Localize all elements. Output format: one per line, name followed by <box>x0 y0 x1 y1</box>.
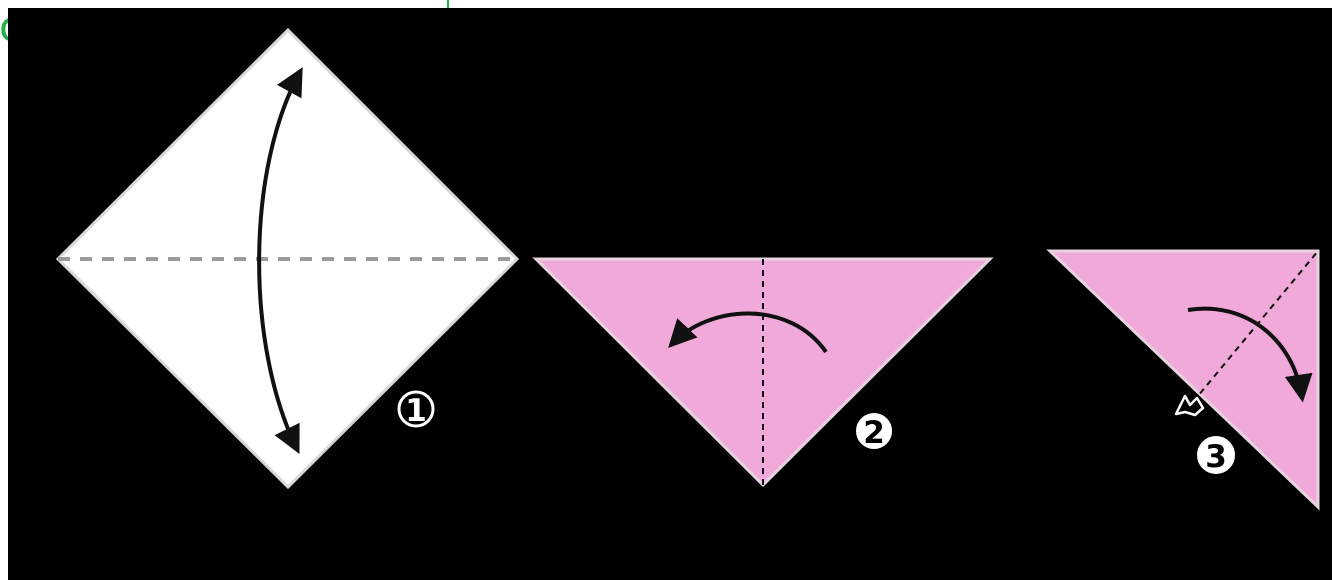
step-3-number: 3 <box>1205 439 1227 475</box>
step-1-number: 1 <box>405 393 427 429</box>
step-2-number: 2 <box>863 415 885 451</box>
